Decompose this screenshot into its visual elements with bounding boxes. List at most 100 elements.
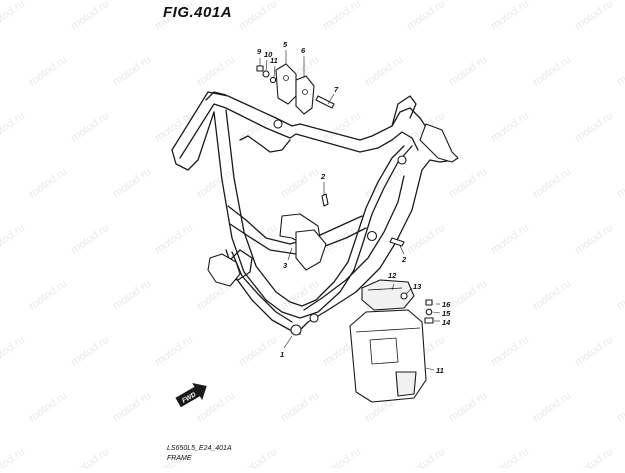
leader-2b: [399, 245, 405, 255]
callout-13: 13: [413, 282, 422, 291]
watermark-text: motod.ru: [573, 0, 615, 32]
rear-fender-hoop: [171, 111, 215, 171]
watermark-text: motod.ru: [195, 54, 237, 89]
watermark-text: motod.ru: [69, 222, 111, 257]
fwd-arrow-icon: FWD: [175, 382, 207, 408]
seat-boss: [273, 119, 283, 129]
watermark-text: motod.ru: [573, 110, 615, 145]
watermark-text: motod.ru: [279, 390, 321, 425]
bolt-2-upper: [321, 193, 329, 207]
watermark-text: motod.ru: [363, 54, 405, 89]
upper-boss: [397, 155, 407, 165]
watermark-text: motod.ru: [447, 54, 489, 89]
battery-box-parts: [349, 279, 434, 403]
callout-1: 1: [280, 350, 284, 359]
callout-11: 11: [436, 366, 444, 375]
callout-7: 7: [334, 85, 339, 94]
watermark-text: motod.ru: [0, 0, 27, 32]
bracket-6: [295, 75, 315, 115]
watermark-text: motod.ru: [321, 446, 363, 468]
bracket-5-hole: [283, 75, 289, 81]
washer-9: [262, 70, 270, 78]
leader-9: [265, 59, 268, 72]
watermark-text: motod.ru: [69, 0, 111, 32]
mid-bracket-parts: [279, 193, 405, 271]
leader-lines: [259, 50, 441, 371]
watermark-text: motod.ru: [111, 54, 153, 89]
leader-1: [283, 335, 293, 349]
watermark-text: motod.ru: [153, 110, 195, 145]
watermark-text: motod.ru: [615, 166, 625, 201]
bolt-8: [256, 65, 264, 72]
seat-rail-brace: [239, 135, 291, 153]
watermark-text: motod.ru: [531, 54, 573, 89]
section-name: FRAME: [167, 455, 192, 462]
watermark-text: motod.ru: [489, 446, 531, 468]
callout-5: 5: [283, 40, 288, 49]
leader-11: [425, 367, 435, 371]
main-side-tube-inner: [225, 109, 405, 307]
screw-13: [400, 292, 408, 300]
figure-title: FIG.401A: [163, 4, 233, 21]
watermark-text: motod.ru: [27, 54, 69, 89]
watermark-text: motod.ru: [69, 446, 111, 468]
watermark-text: motod.ru: [69, 334, 111, 369]
callout-2b: 2: [401, 255, 407, 264]
watermark-text: motod.ru: [531, 166, 573, 201]
callout-3: 3: [283, 261, 288, 270]
watermark-text: motod.ru: [27, 390, 69, 425]
leader-12: [391, 283, 395, 291]
bolt-2-lower: [389, 237, 405, 247]
watermark-text: motod.ru: [279, 278, 321, 313]
watermark-text: motod.ru: [573, 334, 615, 369]
watermark-text: motod.ru: [615, 390, 625, 425]
watermark-text: motod.ru: [447, 278, 489, 313]
leader-7: [327, 93, 335, 105]
watermark-text: motod.ru: [615, 278, 625, 313]
cover-12: [361, 279, 415, 311]
bracket-3-lower: [295, 229, 327, 271]
lower-boss-2: [309, 313, 319, 323]
watermark-text: motod.ru: [531, 390, 573, 425]
side-boss: [366, 230, 378, 242]
callout-10: 11: [270, 56, 278, 65]
rear-fender-hoop-2: [205, 91, 227, 101]
frame-assembly: [171, 91, 459, 336]
gusset-upper: [391, 95, 417, 127]
watermark-text: motod.ru: [111, 166, 153, 201]
watermark-text: motod.ru: [279, 166, 321, 201]
lower-boss: [290, 324, 302, 336]
watermark-text: motod.ru: [405, 0, 447, 32]
bolt-16: [425, 299, 433, 306]
callout-8: 9: [257, 47, 262, 56]
watermark-text: motod.ru: [237, 334, 279, 369]
leader-10: [273, 65, 276, 78]
watermark-text: motod.ru: [0, 110, 27, 145]
watermark-text: motod.ru: [405, 446, 447, 468]
watermark-text: motod.ru: [405, 222, 447, 257]
watermark-text: motod.ru: [573, 222, 615, 257]
callout-6: 6: [301, 46, 306, 55]
washer-15: [425, 308, 433, 316]
watermark-text: motod.ru: [237, 0, 279, 32]
nut-10: [269, 76, 277, 84]
cover-12-rib: [367, 287, 403, 291]
watermark-text: motod.ru: [0, 446, 27, 468]
watermark-text: motod.ru: [153, 222, 195, 257]
watermark-text: motod.ru: [531, 278, 573, 313]
watermark-text: motod.ru: [489, 334, 531, 369]
watermark-text: motod.ru: [447, 390, 489, 425]
model-code: LS650L5_E24_401A: [167, 445, 232, 452]
leader-13: [405, 287, 413, 295]
rear-upper-frame-inner: [179, 103, 419, 159]
rear-upper-frame: [171, 91, 455, 187]
leader-15: [432, 311, 441, 314]
watermark-text: motod.ru: [27, 278, 69, 313]
nut-14: [424, 317, 434, 324]
watermark-text: motod.ru: [489, 0, 531, 32]
steering-head: [419, 123, 459, 163]
watermark-text: motod.ru: [489, 110, 531, 145]
callout-2a: 2: [320, 172, 326, 181]
front-down-tube-inner: [303, 175, 405, 311]
